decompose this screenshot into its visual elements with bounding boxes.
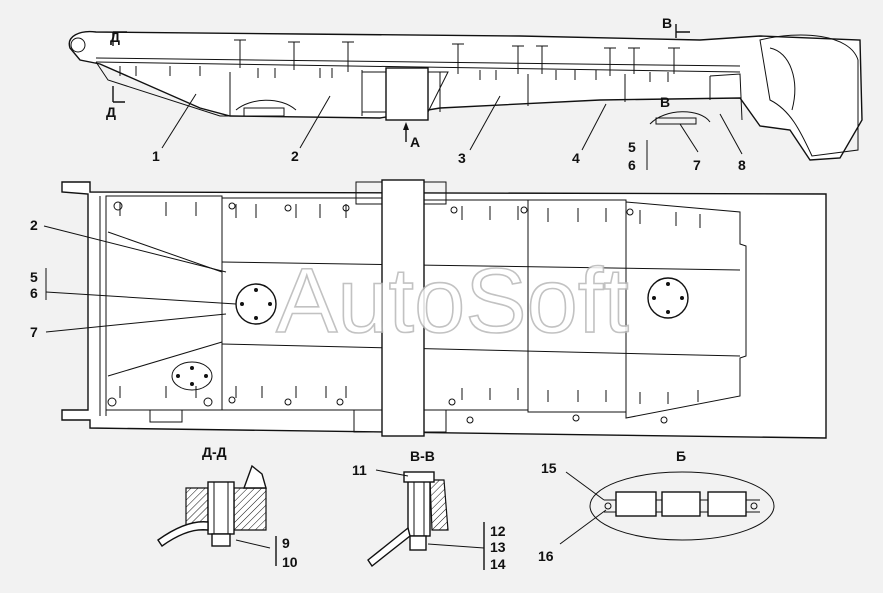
callout-9: 9 xyxy=(282,535,290,551)
callout-11: 11 xyxy=(352,462,367,478)
watermark: AutoSoft xyxy=(276,250,629,352)
marker-d-bottom: Д xyxy=(106,104,116,120)
plan-callout-6: 6 xyxy=(30,285,38,301)
callout-5: 5 xyxy=(628,139,636,155)
side-view: 1 2 3 4 5 6 7 8 Д Д В В А xyxy=(68,15,863,173)
side-bolts xyxy=(119,39,680,82)
marker-v-mid: В xyxy=(660,94,670,110)
callout-8: 8 xyxy=(738,157,746,173)
marker-a-arrow: А xyxy=(410,134,420,150)
plan-callout-2: 2 xyxy=(30,217,38,233)
callout-12: 12 xyxy=(490,523,506,539)
plan-edge-bolts xyxy=(107,201,668,424)
plan-view: 2 5 6 7 xyxy=(30,179,827,439)
section-dd-title: Д-Д xyxy=(202,444,227,460)
callout-10: 10 xyxy=(282,554,298,570)
callout-14: 14 xyxy=(490,556,506,572)
plan-hatch-bolts xyxy=(176,282,684,386)
callout-3: 3 xyxy=(458,150,466,166)
marker-d-top: Д xyxy=(110,29,120,45)
section-dd: Д-Д 9 10 xyxy=(157,444,298,570)
section-vv: В-В 11 12 13 14 xyxy=(352,448,506,572)
callout-13: 13 xyxy=(490,539,506,555)
callout-2: 2 xyxy=(291,148,299,164)
callout-16: 16 xyxy=(538,548,554,564)
callout-4: 4 xyxy=(572,150,580,166)
detail-b: Б 15 16 xyxy=(538,448,775,564)
callout-6: 6 xyxy=(628,157,636,173)
callout-7: 7 xyxy=(693,157,701,173)
plan-callout-7: 7 xyxy=(30,324,38,340)
marker-v-top: В xyxy=(662,15,672,31)
detail-b-title: Б xyxy=(676,448,686,464)
callout-15: 15 xyxy=(541,460,557,476)
plan-callout-5: 5 xyxy=(30,269,38,285)
side-leaders xyxy=(161,93,743,170)
section-vv-title: В-В xyxy=(410,448,435,464)
callout-1: 1 xyxy=(152,148,160,164)
